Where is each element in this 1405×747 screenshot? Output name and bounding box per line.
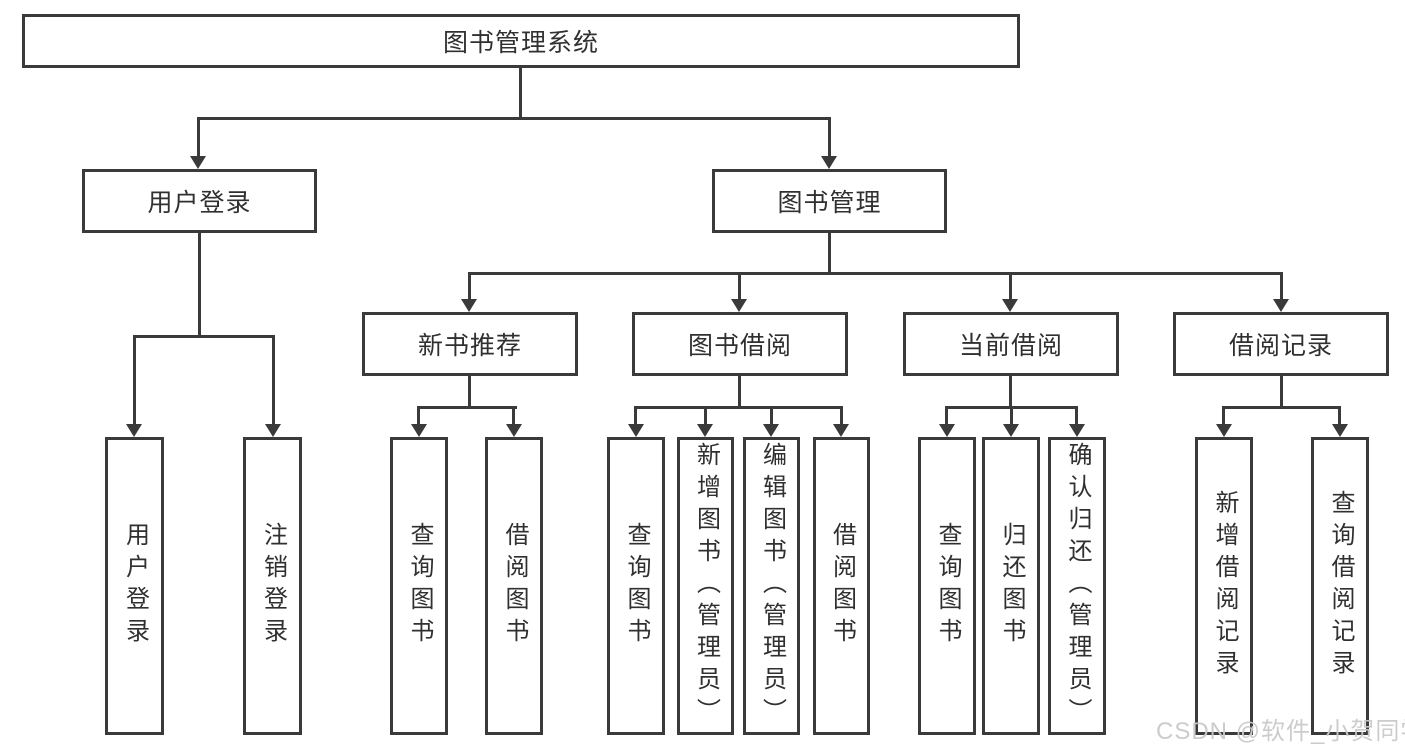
leaf-add-borrow-record-label: 新增借阅记录 [1211, 490, 1238, 682]
arrowhead-icon [697, 424, 713, 437]
leaf-query-book-3-label: 查询图书 [934, 522, 961, 650]
leaf-add-book-admin: 新增图书（管理员） [677, 437, 734, 735]
arrowhead-icon [821, 156, 837, 169]
leaf-query-book-1-label: 查询图书 [406, 522, 433, 650]
connector-g4-stem [1280, 376, 1283, 406]
connector-mgmt-stem [828, 233, 831, 272]
node-root-label: 图书管理系统 [442, 29, 599, 57]
leaf-query-book-1: 查询图书 [390, 437, 448, 735]
connector-g2-drop-1 [634, 408, 637, 424]
leaf-edit-book-admin-label: 编辑图书（管理员） [758, 442, 786, 730]
arrowhead-icon [1216, 424, 1232, 437]
connector-root-rail [197, 117, 831, 120]
arrowhead-icon [731, 299, 747, 312]
node-root: 图书管理系统 [22, 14, 1020, 68]
connector-g1-drop-1 [417, 408, 420, 424]
leaf-borrow-book-2: 借阅图书 [813, 437, 870, 735]
leaf-borrow-book-1-label: 借阅图书 [501, 522, 528, 650]
leaf-query-book-2-label: 查询图书 [623, 522, 650, 650]
node-book-borrow-label: 图书借阅 [687, 332, 792, 360]
connector-g4-drop-2 [1338, 408, 1341, 424]
leaf-borrow-book-1: 借阅图书 [485, 437, 543, 735]
leaf-query-borrow-record-label: 查询借阅记录 [1327, 490, 1354, 682]
connector-g3-drop-3 [1075, 408, 1078, 424]
node-current-borrow-label: 当前借阅 [958, 332, 1063, 360]
leaf-borrow-book-2-label: 借阅图书 [828, 522, 856, 650]
leaf-query-book-3: 查询图书 [918, 437, 976, 735]
node-borrow-record: 借阅记录 [1173, 312, 1389, 376]
connector-g1-stem [468, 376, 471, 406]
connector-login-drop-2 [272, 337, 275, 424]
connector-root-drop-left [197, 119, 200, 157]
leaf-add-borrow-record: 新增借阅记录 [1195, 437, 1253, 735]
node-book-management: 图书管理 [712, 169, 947, 233]
csdn-watermark: CSDN @软件_小贺同学 [1156, 718, 1405, 745]
connector-root-drop-right [828, 119, 831, 157]
arrowhead-icon [1069, 424, 1085, 437]
leaf-user-login: 用户登录 [105, 437, 164, 735]
arrowhead-icon [506, 424, 522, 437]
arrowhead-icon [939, 424, 955, 437]
connector-mgmt-drop-4 [1280, 274, 1283, 299]
connector-root-stem [519, 68, 522, 119]
connector-g2-drop-3 [770, 408, 773, 424]
connector-mgmt-drop-2 [738, 274, 741, 299]
arrowhead-icon [190, 156, 206, 169]
connector-mgmt-rail [468, 272, 1283, 275]
node-new-book-recommend-label: 新书推荐 [417, 332, 522, 360]
connector-login-drop-1 [133, 337, 136, 424]
arrowhead-icon [628, 424, 644, 437]
leaf-logout-label: 注销登录 [259, 522, 287, 650]
leaf-confirm-return-admin-label: 确认归还（管理员） [1064, 442, 1091, 730]
connector-g1-drop-2 [512, 408, 515, 424]
arrowhead-icon [833, 424, 849, 437]
arrowhead-icon [461, 299, 477, 312]
connector-g3-rail [945, 406, 1078, 409]
leaf-return-book: 归还图书 [982, 437, 1040, 735]
connector-login-stem [198, 233, 201, 335]
node-book-management-label: 图书管理 [777, 189, 882, 217]
leaf-user-login-label: 用户登录 [121, 522, 149, 650]
leaf-query-book-2: 查询图书 [607, 437, 665, 735]
node-borrow-record-label: 借阅记录 [1228, 332, 1333, 360]
connector-g3-drop-2 [1010, 408, 1013, 424]
leaf-confirm-return-admin: 确认归还（管理员） [1048, 437, 1106, 735]
arrowhead-icon [763, 424, 779, 437]
arrowhead-icon [265, 424, 281, 437]
arrowhead-icon [1273, 299, 1289, 312]
connector-g2-stem [738, 376, 741, 406]
connector-g3-stem [1009, 376, 1012, 406]
arrowhead-icon [1332, 424, 1348, 437]
arrowhead-icon [1002, 299, 1018, 312]
node-user-login-label: 用户登录 [147, 189, 252, 217]
arrowhead-icon [411, 424, 427, 437]
connector-g1-rail [417, 406, 517, 409]
node-user-login: 用户登录 [82, 169, 317, 233]
arrowhead-icon [126, 424, 142, 437]
node-book-borrow: 图书借阅 [632, 312, 848, 376]
connector-g2-drop-4 [840, 408, 843, 424]
leaf-return-book-label: 归还图书 [998, 522, 1025, 650]
connector-g4-drop-1 [1222, 408, 1225, 424]
connector-login-rail [133, 335, 275, 338]
leaf-add-book-admin-label: 新增图书（管理员） [692, 442, 720, 730]
leaf-logout: 注销登录 [243, 437, 302, 735]
connector-mgmt-drop-3 [1009, 274, 1012, 299]
connector-mgmt-drop-1 [468, 274, 471, 299]
connector-g2-rail [634, 406, 843, 409]
leaf-edit-book-admin: 编辑图书（管理员） [743, 437, 800, 735]
connector-g2-drop-2 [704, 408, 707, 424]
leaf-query-borrow-record: 查询借阅记录 [1311, 437, 1369, 735]
node-current-borrow: 当前借阅 [903, 312, 1119, 376]
connector-g3-drop-1 [945, 408, 948, 424]
connector-g4-rail [1222, 406, 1341, 409]
arrowhead-icon [1003, 424, 1019, 437]
node-new-book-recommend: 新书推荐 [362, 312, 578, 376]
